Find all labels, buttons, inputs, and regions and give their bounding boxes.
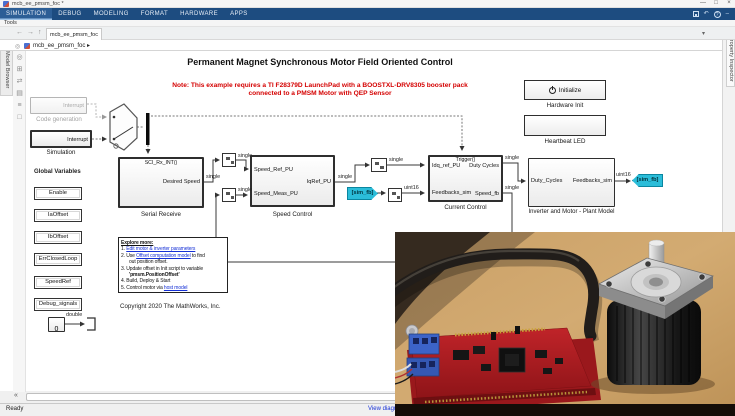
area-icon[interactable]: □	[17, 114, 22, 121]
simulation-label: Simulation	[46, 149, 76, 156]
view-diagnostics-link[interactable]: View diagnos	[368, 406, 404, 412]
quick-access-toolbar: ↶ ? –	[692, 8, 729, 20]
window-titlebar: mcb_ee_pmsm_foc * — □ ×	[0, 0, 735, 8]
offset-model-link[interactable]: Offset computation model	[136, 252, 191, 259]
signal-label-single: single	[238, 187, 253, 193]
help-icon[interactable]: ?	[713, 10, 721, 18]
tools-menu[interactable]: Tools	[4, 20, 17, 26]
rate-transition-1[interactable]	[222, 153, 236, 167]
datastore-debug-signals[interactable]: Debug_signals	[34, 298, 82, 311]
datastore-iaoffset[interactable]: IaOffset	[34, 209, 82, 222]
current-control-block[interactable]: Trigger() Idq_ref_PU Feedbacks_sim Duty …	[428, 155, 503, 202]
codegen-interrupt-block[interactable]: Interrupt	[30, 97, 87, 114]
model-icon	[24, 42, 30, 49]
heartbeat-led-block[interactable]	[524, 115, 606, 136]
diagram-title: Permanent Magnet Synchronous Motor Field…	[187, 57, 453, 67]
swap-icon[interactable]: ⇄	[16, 78, 23, 85]
signal-label-single: single	[505, 155, 520, 161]
simulation-interrupt-block[interactable]: Interrupt	[30, 130, 92, 148]
speed-control-block[interactable]: Speed_Ref_PU Speed_Meas_PU IqRef_PU	[250, 155, 335, 207]
explore-title: Explore more:	[121, 240, 154, 246]
launchpad-board	[395, 324, 601, 412]
datastore-enable[interactable]: Enable	[34, 187, 82, 200]
tab-hardware[interactable]: HARDWARE	[180, 11, 219, 17]
hide-browser-icon[interactable]: ◎	[16, 54, 23, 61]
tab-modeling[interactable]: MODELING	[93, 11, 129, 17]
tab-debug[interactable]: DEBUG	[58, 11, 82, 17]
window-title: mcb_ee_pmsm_foc *	[12, 1, 64, 7]
plant-block[interactable]: Duty_Cycles Feedbacks_sim	[528, 158, 615, 207]
simulink-app-icon	[3, 1, 9, 7]
rate-transition-2[interactable]	[222, 188, 236, 202]
codegen-label: Code generation	[36, 116, 82, 123]
save-icon[interactable]	[692, 11, 699, 17]
tab-format[interactable]: FORMAT	[140, 11, 169, 17]
signal-label-double: double	[66, 312, 83, 318]
signal-label-single: single	[238, 153, 253, 159]
tab-simulation[interactable]: SIMULATION	[0, 8, 53, 20]
globals-heading: Global Variables	[34, 169, 81, 175]
hardware-init-label: Hardware Init	[546, 102, 584, 109]
annotation-icon[interactable]: ▤	[16, 90, 23, 97]
plant-label: Inverter and Motor - Plant Model	[528, 209, 615, 215]
diagram-note: Note: This example requires a TI F28379D…	[172, 82, 468, 97]
breadcrumb-bar: ◎ mcb_ee_pmsm_foc ▸	[0, 40, 722, 51]
host-model-link[interactable]: host model	[163, 284, 188, 291]
signal-label-uint16: uint16	[404, 185, 419, 191]
ribbon-tabbar: SIMULATION DEBUG MODELING FORMAT HARDWAR…	[0, 8, 735, 20]
model-browser-tab[interactable]: Model Browser	[0, 44, 13, 96]
document-tab[interactable]: mcb_ee_pmsm_foc	[46, 28, 102, 40]
breadcrumb[interactable]: mcb_ee_pmsm_foc ▸	[33, 43, 91, 49]
explore-more-box: Explore more: 1. Edit motor & inverter p…	[118, 237, 228, 293]
signal-label-single: single	[338, 174, 353, 180]
forward-icon[interactable]: →	[27, 29, 34, 36]
collapse-button[interactable]: «	[14, 392, 18, 399]
hardware-photo	[395, 232, 735, 416]
ribbon-collapse-icon[interactable]: –	[725, 11, 729, 17]
signal-label-single: single	[206, 174, 221, 180]
speed-control-label: Speed Control	[272, 211, 313, 218]
data-conversion-block[interactable]	[388, 188, 402, 202]
menu-row: Tools	[0, 20, 735, 27]
datastore-iboffset[interactable]: IbOffset	[34, 231, 82, 244]
tab-apps[interactable]: APPS	[230, 11, 248, 17]
current-control-label: Current Control	[444, 204, 487, 211]
copyright-text: Copyright 2020 The MathWorks, Inc.	[120, 303, 221, 310]
hardware-init-button-block[interactable]: Initialize	[524, 80, 606, 100]
pmsm-motor	[591, 239, 715, 394]
close-button[interactable]: ×	[727, 0, 731, 6]
constant-block[interactable]: 0	[48, 317, 65, 333]
rate-transition-3[interactable]	[371, 158, 387, 172]
power-icon	[548, 85, 556, 94]
undo-icon[interactable]: ↶	[703, 11, 709, 17]
list-icon[interactable]: ≡	[17, 102, 22, 109]
maximize-button[interactable]: □	[714, 0, 718, 6]
signal-label-single: single	[389, 157, 404, 163]
serial-receive-block[interactable]: SCI_Rx_INT() Desired Speed	[118, 157, 204, 208]
signal-label-uint16: uint16	[616, 172, 631, 178]
serial-receive-label: Serial Receive	[141, 211, 181, 218]
up-icon[interactable]: ↑	[38, 29, 42, 36]
zoom-icon[interactable]: ⊞	[16, 66, 23, 73]
palette-toolbar: ◎ ⊞ ⇄ ▤ ≡ □	[13, 51, 26, 392]
minimize-button[interactable]: —	[700, 0, 706, 6]
heartbeat-led-label: Heartbeat LED	[544, 138, 586, 145]
document-tabbar: ← → ↑ mcb_ee_pmsm_foc ▾	[0, 27, 735, 40]
datastore-errclosedloop[interactable]: ErrClosedLoop	[34, 253, 82, 266]
status-ready: Ready	[6, 406, 24, 412]
datastore-speedref[interactable]: SpeedRef	[34, 276, 82, 289]
signal-label-single: single	[505, 185, 520, 191]
table-edge	[395, 404, 735, 416]
goto-tag-sim-fb[interactable]: [sim_fb]	[632, 174, 663, 187]
edit-parameters-link[interactable]: Edit motor & inverter parameters	[126, 246, 196, 253]
back-icon[interactable]: ←	[16, 29, 23, 36]
tab-overflow-chevron-icon[interactable]: ▾	[701, 31, 705, 37]
breadcrumb-target-icon[interactable]: ◎	[15, 43, 21, 50]
